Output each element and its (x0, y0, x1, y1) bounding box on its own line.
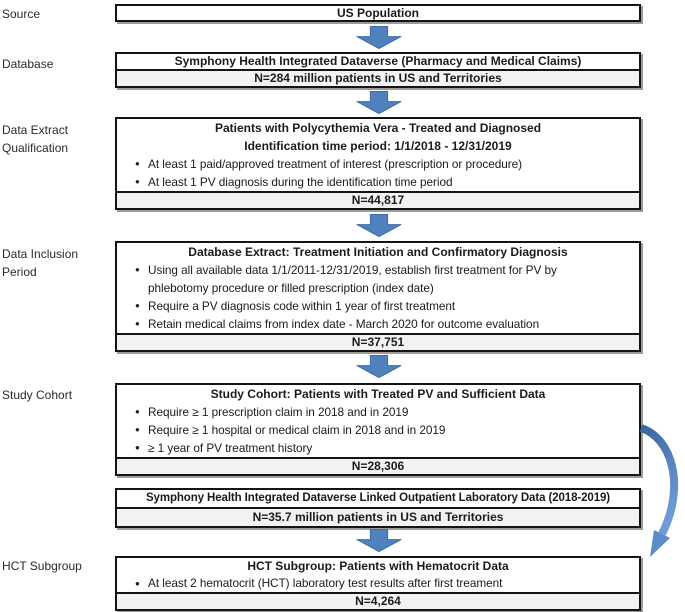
down-arrow-shape (356, 26, 402, 49)
stage-label-data-inclusion-period: Data Inclusion Period (2, 247, 79, 279)
down-arrow-icon (356, 214, 402, 237)
bullet-item: ● Retain medical claims from index date … (117, 315, 639, 333)
bullet-icon: ● (135, 301, 140, 310)
box-us-population: US Population (115, 4, 641, 22)
bullet-icon: ● (135, 425, 140, 434)
box-title: Symphony Health Integrated Dataverse (Ph… (174, 54, 582, 68)
bullet-text: Require ≥ 1 hospital or medical claim in… (148, 423, 446, 437)
n-count-row: N=4,264 (117, 592, 639, 609)
down-arrow-icon (356, 529, 402, 552)
bullet-item: ● Require ≥ 1 hospital or medical claim … (117, 421, 639, 439)
n-count-row: N=28,306 (117, 457, 639, 474)
box-study-cohort: Study Cohort: Patients with Treated PV a… (115, 383, 641, 476)
down-arrow-icon (356, 91, 402, 114)
bullet-item: ● ≥ 1 year of PV treatment history (117, 439, 639, 457)
box-linked-laboratory-data: Symphony Health Integrated Dataverse Lin… (115, 488, 641, 528)
box-title: US Population (337, 6, 419, 20)
stage-label-database: Database (2, 57, 54, 71)
stage-label-hct-subgroup: HCT Subgroup (2, 559, 82, 573)
bullet-icon: ● (135, 443, 140, 452)
n-count-row: N=284 million patients in US and Territo… (117, 69, 639, 86)
bullet-text: At least 1 PV diagnosis during the ident… (148, 175, 453, 189)
stage-label-data-extract-qualification: Data Extract Qualification (2, 123, 69, 155)
n-count-row: N=44,817 (117, 191, 639, 208)
down-arrow-icon (356, 26, 402, 49)
box-title-line-1: Patients with Polycythemia Vera - Treate… (214, 121, 542, 135)
bullet-icon: ● (135, 579, 140, 588)
bullet-item: ● Require a PV diagnosis code within 1 y… (117, 297, 639, 315)
down-arrow-shape (356, 91, 402, 114)
bullet-icon: ● (135, 407, 140, 416)
stage-label-source: Source (2, 7, 41, 21)
bullet-item: ● Using all available data 1/1/2011-12/3… (117, 261, 639, 297)
bullet-icon: ● (135, 265, 140, 274)
bullet-item: ● Require ≥ 1 prescription claim in 2018… (117, 403, 639, 421)
n-count-row: N=37,751 (117, 333, 639, 350)
bullet-text: ≥ 1 year of PV treatment history (148, 441, 313, 455)
box-title: Symphony Health Integrated Dataverse Lin… (145, 492, 611, 504)
bullet-text: Require a PV diagnosis code within 1 yea… (148, 299, 456, 313)
box-data-extract-qualification: Patients with Polycythemia Vera - Treate… (115, 117, 641, 210)
bullet-item: ● At least 2 hematocrit (HCT) laboratory… (117, 575, 639, 592)
down-arrow-shape (356, 355, 402, 378)
box-database-banner: Symphony Health Integrated Dataverse (Ph… (115, 52, 641, 88)
box-title-line-2: Identification time period: 1/1/2018 - 1… (244, 139, 512, 153)
box-title: HCT Subgroup: Patients with Hematocrit D… (247, 559, 509, 573)
box-hct-subgroup: HCT Subgroup: Patients with Hematocrit D… (115, 556, 641, 611)
stage-label-study-cohort: Study Cohort (2, 388, 73, 402)
bullet-icon: ● (135, 177, 140, 186)
bullet-text: Retain medical claims from index date - … (148, 317, 540, 331)
curved-arrow-shaft (639, 424, 679, 536)
bullet-icon: ● (135, 319, 140, 328)
bullet-item: ● At least 1 PV diagnosis during the ide… (117, 173, 639, 191)
bullet-text: At least 1 paid/approved treatment of in… (148, 157, 522, 171)
box-title: Study Cohort: Patients with Treated PV a… (210, 387, 546, 401)
box-title: Database Extract: Treatment Initiation a… (188, 245, 568, 259)
n-count-row: N=35.7 million patients in US and Territ… (117, 507, 639, 526)
down-arrow-shape (356, 529, 402, 552)
curved-bypass-arrow-icon (639, 424, 679, 557)
bullet-icon: ● (135, 159, 140, 168)
box-data-inclusion-period: Database Extract: Treatment Initiation a… (115, 241, 641, 352)
down-arrow-icon (356, 355, 402, 378)
down-arrow-shape (356, 214, 402, 237)
bullet-text: At least 2 hematocrit (HCT) laboratory t… (148, 576, 503, 590)
curved-arrow-head (650, 530, 670, 557)
bullet-text: Using all available data 1/1/2011-12/31/… (148, 263, 557, 295)
bullet-text: Require ≥ 1 prescription claim in 2018 a… (148, 405, 409, 419)
bullet-item: ● At least 1 paid/approved treatment of … (117, 155, 639, 173)
